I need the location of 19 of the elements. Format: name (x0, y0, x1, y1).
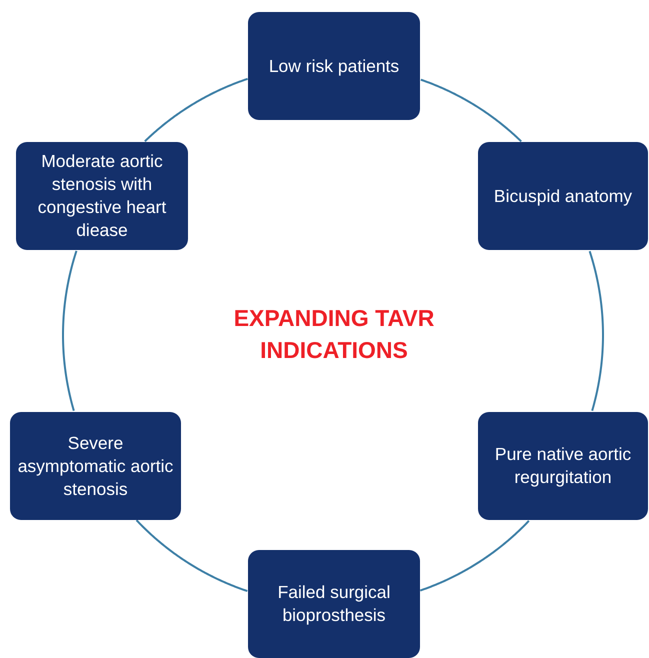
indication-box (10, 412, 181, 520)
indication-text: Low risk patients (268, 54, 400, 78)
connector-arc (144, 78, 248, 142)
indication-text: Failed surgical bioprosthesis (276, 581, 392, 627)
indication-text: Moderate aortic stenosis with congestive heart diease (36, 150, 168, 242)
indication-box (16, 142, 188, 250)
indication-box (248, 550, 420, 658)
center-heading: EXPANDING TAVR INDICATIONS (232, 304, 436, 365)
indication-text: Severe asymptomatic aortic stenosis (16, 432, 174, 500)
indication-text: Bicuspid anatomy (494, 184, 632, 208)
indication-text: Pure native aortic regurgitation (494, 443, 632, 489)
connector-arc (62, 250, 78, 412)
connector-arc (420, 520, 530, 592)
connector-arc (420, 78, 522, 142)
connector-arc (136, 519, 248, 592)
connector-arc (588, 250, 604, 411)
indication-box (478, 412, 648, 520)
indication-box (478, 142, 648, 250)
indication-box (248, 12, 420, 120)
